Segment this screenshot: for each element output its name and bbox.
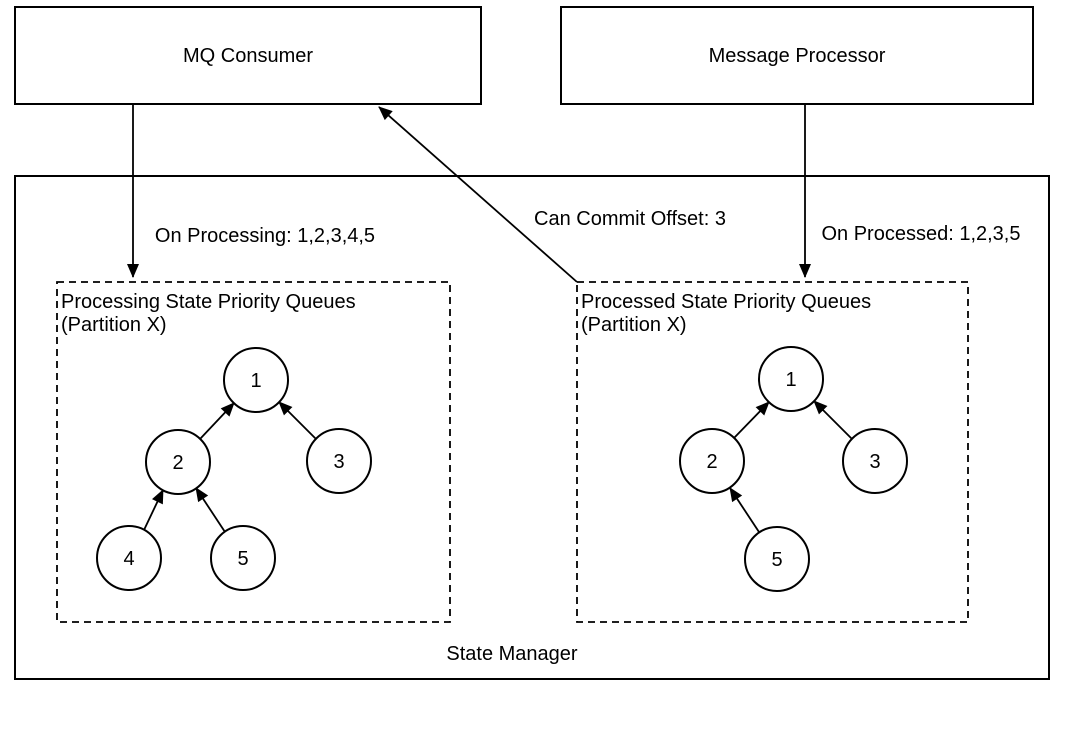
processed-edge-2-to-1: [733, 401, 770, 439]
mq-consumer-rect: [14, 6, 482, 105]
processing-node-4: 4: [96, 525, 162, 591]
arrow-processed-to-consumer: [378, 106, 578, 283]
processing-edge-4-to-2: [143, 489, 164, 531]
state-manager-rect: [14, 175, 1050, 680]
processed-edge-5-to-2: [729, 487, 760, 533]
mq-consumer-box: MQ Consumer: [14, 6, 482, 105]
processing-edge-2-to-1: [199, 402, 235, 440]
processing-node-3: 3: [306, 428, 372, 494]
processing-node-5-label: 5: [237, 548, 248, 570]
processing-node-3-circle: [306, 428, 372, 494]
processing-node-4-label: 4: [123, 548, 134, 570]
on-processed-label: On Processed: 1,2,3,5: [821, 223, 1020, 245]
message-processor-box: Message Processor: [560, 6, 1034, 105]
message-processor-rect: [560, 6, 1034, 105]
processing-node-5: 5: [210, 525, 276, 591]
state-manager-box: State Manager: [14, 175, 1050, 680]
processing-node-5-circle: [210, 525, 276, 591]
processed-queue-box: Processed State Priority Queues (Partiti…: [576, 281, 969, 623]
processed-node-3: 3: [842, 428, 908, 494]
processed-node-2: 2: [679, 428, 745, 494]
processed-queue-title: Processed State Priority Queues: [581, 291, 871, 313]
processing-node-2-circle: [145, 429, 211, 495]
processed-node-3-circle: [842, 428, 908, 494]
processed-node-5: 5: [744, 526, 810, 592]
processing-node-2-label: 2: [172, 452, 183, 474]
can-commit-offset-label: Can Commit Offset: 3: [534, 208, 726, 230]
processing-node-1-circle: [223, 347, 289, 413]
state-manager-label: State Manager: [446, 643, 578, 665]
processed-node-5-label: 5: [771, 549, 782, 571]
processed-edge-3-to-1: [813, 400, 853, 440]
processing-node-2: 2: [145, 429, 211, 495]
processed-node-3-label: 3: [869, 451, 880, 473]
processing-queue-subtitle: (Partition X): [61, 314, 167, 336]
processed-node-2-circle: [679, 428, 745, 494]
processed-queue-subtitle: (Partition X): [581, 314, 687, 336]
processed-node-1-label: 1: [785, 369, 796, 391]
processed-queue-rect: [576, 281, 969, 623]
processing-queue-title: Processing State Priority Queues: [61, 291, 356, 313]
processing-queue-rect: [56, 281, 451, 623]
processing-edge-5-to-2: [195, 487, 226, 533]
processing-node-1-label: 1: [250, 370, 261, 392]
on-processing-label: On Processing: 1,2,3,4,5: [155, 225, 375, 247]
processing-queue-box: Processing State Priority Queues (Partit…: [56, 281, 451, 623]
processing-node-4-circle: [96, 525, 162, 591]
processed-node-1-circle: [758, 346, 824, 412]
processing-node-3-label: 3: [333, 451, 344, 473]
processing-node-1: 1: [223, 347, 289, 413]
processed-node-2-label: 2: [706, 451, 717, 473]
processed-node-1: 1: [758, 346, 824, 412]
mq-consumer-label: MQ Consumer: [183, 45, 313, 67]
message-processor-label: Message Processor: [709, 45, 886, 67]
processed-node-5-circle: [744, 526, 810, 592]
processing-edge-3-to-1: [278, 401, 317, 440]
